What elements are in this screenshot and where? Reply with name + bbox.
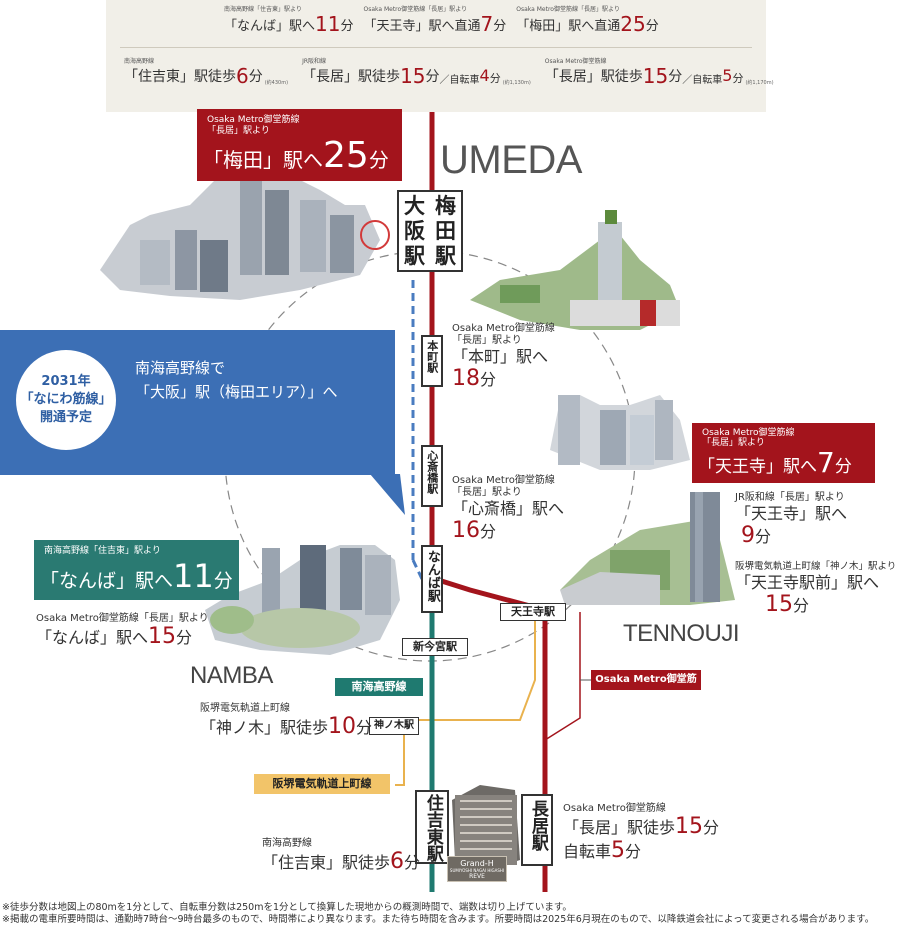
jr-connector (544, 612, 581, 741)
honmachi-park-illustration (470, 210, 680, 330)
nagai-station-label: 長居駅 (521, 794, 553, 866)
tennoji-station-label: 天王寺駅 (500, 603, 566, 621)
namba-time-box: 南海高野線「住吉東」駅より 「なんば」駅へ11分 (34, 540, 239, 600)
sumiyoshi-higashi-station-label: 住吉東駅 (415, 790, 449, 864)
plan-badge: 2031年 「なにわ筋線」 開通予定 (16, 350, 116, 450)
naniwasuji-plan-bubble: 2031年 「なにわ筋線」 開通予定 南海高野線で 「大阪」駅（梅田エリア）」へ (0, 330, 395, 475)
footnote-walking: ※徒歩分数は地図上の80mを1分として、自転車分数は250mを1分として換算した… (2, 902, 572, 913)
naniwasuji-future-link (411, 559, 434, 601)
umeda-time-box: Osaka Metro御堂筋線 「長居」駅より 「梅田」駅へ25分 (197, 109, 402, 181)
tennouji-abeno-illustration (560, 492, 735, 605)
honmachi-time: Osaka Metro御堂筋線 「長居」駅より 「本町」駅へ 18分 (452, 323, 555, 391)
plan-bubble-pointer (370, 474, 405, 515)
shin-imamiya-station-label: 新今宮駅 (402, 638, 468, 656)
hankai-line-upper (400, 612, 536, 721)
midosuji-line-label: Osaka Metro御堂筋線 (591, 670, 701, 705)
tennoji-time-box: Osaka Metro御堂筋線 「長居」駅より 「天王寺」駅へ7分 (692, 423, 875, 483)
tennoji-buildings-illustration (550, 395, 690, 470)
hankai-line-label: 阪堺電気軌道上町線 (254, 774, 390, 794)
shinsaibashi-station-label: 心斎橋駅 (421, 445, 443, 507)
residence-sign: Grand-H SUMIYOSHI NAGAI HIGASHI REVE (447, 856, 507, 882)
footnotes: ※徒歩分数は地図上の80mを1分として、自転車分数は250mを1分として換算した… (2, 902, 898, 926)
plan-text: 南海高野線で 「大阪」駅（梅田エリア）」へ (135, 359, 338, 401)
namba-station-label: なんば駅 (421, 545, 443, 613)
umeda-area-label: UMEDA (440, 138, 582, 182)
hankai-line-lower (395, 720, 405, 786)
nankai-line-label: 南海高野線 (335, 678, 423, 696)
umeda-buildings-illustration (100, 150, 390, 300)
tennoji-hankai-time: 阪堺電気軌道上町線「神ノ木」駅より 「天王寺駅前」駅へ 15分 (735, 561, 897, 617)
top-divider (120, 47, 752, 48)
kaminoki-time: 阪堺電気軌道上町線 「神ノ木」駅徒歩10分 (200, 703, 373, 739)
kaminoki-station-label: 神ノ木駅 (369, 717, 419, 735)
honmachi-station-label: 本町駅 (421, 335, 443, 387)
nagai-time: Osaka Metro御堂筋線 「長居」駅徒歩15分 自転車5分 (563, 803, 720, 863)
namba-buildings-illustration (205, 545, 400, 655)
footnote-train-time: ※掲載の電車所要時間は、通勤時7時台～9時台最多のもので、時間帯により異なります… (2, 914, 875, 925)
namba-area-label: NAMBA (190, 662, 273, 689)
sumiyoshi-higashi-time: 南海高野線 「住吉東」駅徒歩6分 (262, 838, 421, 874)
residence-building-illustration (452, 785, 520, 870)
namba-metro-time: Osaka Metro御堂筋線「長居」駅より 「なんば」駅へ15分 (36, 613, 209, 649)
tennoji-jr-time: JR阪和線「長居」駅より 「天王寺」駅へ 9分 (735, 492, 848, 548)
tennouji-area-label: TENNOUJI (623, 620, 740, 647)
shinsaibashi-time: Osaka Metro御堂筋線 「長居」駅より 「心斎橋」駅へ 16分 (452, 475, 565, 543)
osaka-umeda-station-label: 大梅 阪田 駅駅 (397, 190, 463, 272)
